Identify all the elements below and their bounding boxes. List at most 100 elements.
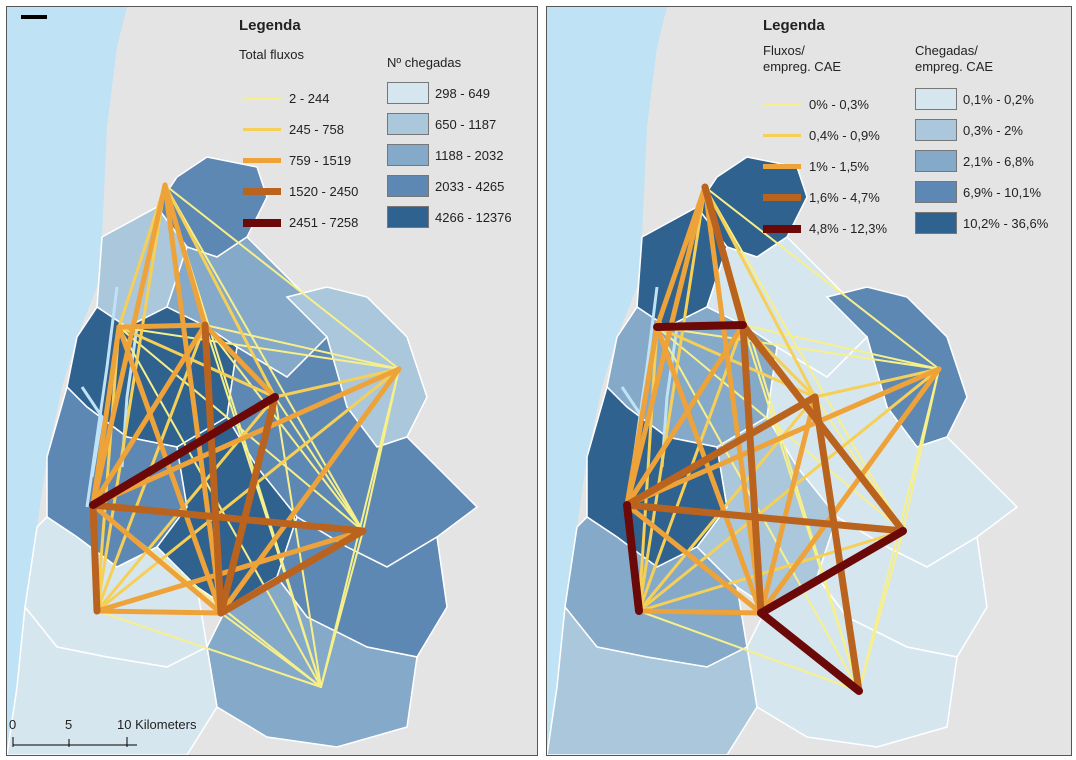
flow-line [89, 501, 101, 615]
area-swatch [915, 150, 957, 172]
flow-line [757, 527, 907, 617]
area-swatch [915, 212, 957, 234]
area-legend-item: 1188 - 2032 [387, 144, 503, 166]
area-legend-item: 4266 - 12376 [387, 206, 512, 228]
flow-line [636, 608, 764, 616]
flow-legend-item: 0% - 0,3% [763, 97, 869, 112]
flow-legend-label: 0,4% - 0,9% [809, 128, 880, 143]
flow-line [89, 501, 367, 535]
flow-line [653, 321, 747, 331]
area-legend-heading: Nº chegadas [387, 55, 462, 70]
area-swatch [387, 144, 429, 166]
flow-line [320, 530, 364, 688]
flow-line [858, 530, 904, 692]
flow-line [164, 184, 400, 370]
flow-legend-label: 1520 - 2450 [289, 184, 359, 199]
legend-title: Legenda [763, 17, 825, 34]
scale-label-10: 10 Kilometers [117, 717, 197, 732]
flow-line [742, 324, 860, 692]
flow-legend-item: 2 - 244 [243, 91, 329, 106]
area-legend-label: 6,9% - 10,1% [963, 184, 1042, 200]
flow-legend-item: 1,6% - 4,7% [763, 190, 880, 205]
flow-line [218, 366, 402, 616]
area-legend-heading-line1: Chegadas/ [915, 43, 978, 58]
flow-swatch [763, 194, 801, 201]
legend-left: Legenda Total fluxos Nº chegadas 2 - 244… [239, 17, 534, 242]
flow-legend-label: 759 - 1519 [289, 153, 352, 168]
municipality [547, 605, 758, 755]
flow-line [739, 321, 765, 617]
flow-line [656, 326, 904, 532]
flow-legend-item: 2451 - 7258 [243, 215, 358, 230]
area-legend-item: 0,3% - 2% [915, 119, 1023, 141]
flow-swatch [763, 164, 801, 169]
flow-swatch [763, 134, 801, 137]
flow-line [656, 326, 940, 370]
scale-label-0: 0 [9, 717, 17, 732]
area-legend-item: 10,2% - 36,6% [915, 212, 1048, 234]
flow-line [813, 367, 941, 399]
flow-line [702, 184, 764, 616]
flow-legend-heading-line1: Fluxos/ [763, 43, 805, 58]
flow-line [118, 326, 364, 532]
flow-line [204, 324, 400, 370]
flow-line [164, 184, 364, 532]
area-legend-label: 1188 - 2032 [435, 147, 504, 163]
area-legend-item: 0,1% - 0,2% [915, 88, 1034, 110]
flow-line [703, 185, 817, 399]
flow-line [701, 183, 747, 329]
flow-line [95, 183, 167, 613]
flow-line [704, 186, 904, 532]
flow-line [90, 322, 208, 508]
flow-legend-label: 245 - 758 [289, 122, 344, 137]
flow-line [90, 366, 402, 508]
flow-line [758, 366, 942, 616]
flow-line [117, 325, 277, 399]
flow-swatch [243, 218, 281, 227]
flow-legend-heading-line2: empreg. CAE [763, 59, 842, 74]
area-legend-label: 650 - 1187 [435, 116, 497, 132]
flow-legend-item: 245 - 758 [243, 122, 344, 137]
area-legend-label: 2033 - 4265 [435, 178, 505, 194]
scale-label-5: 5 [65, 717, 73, 732]
area-swatch [387, 113, 429, 135]
flow-line [162, 182, 224, 616]
flow-line [118, 326, 400, 370]
flow-lines-right [623, 183, 942, 695]
area-legend-label: 10,2% - 36,6% [963, 215, 1049, 231]
area-swatch [915, 119, 957, 141]
area-swatch [915, 88, 957, 110]
flow-line [623, 501, 907, 535]
north-arrow-fragment [21, 15, 47, 19]
area-legend-label: 0,3% - 2% [963, 122, 1023, 138]
flow-legend-label: 2451 - 7258 [289, 215, 359, 230]
flow-line [811, 393, 863, 695]
flow-legend-label: 0% - 0,3% [809, 97, 869, 112]
flow-swatch [243, 128, 281, 131]
flow-line [637, 367, 941, 613]
legend-right: Legenda Fluxos/ empreg. CAE Chegadas/ em… [743, 17, 1069, 257]
flow-legend-item: 0,4% - 0,9% [763, 128, 880, 143]
flow-legend-item: 759 - 1519 [243, 153, 351, 168]
area-legend-item: 298 - 649 [387, 82, 490, 104]
flow-legend-label: 4,8% - 12,3% [809, 221, 888, 236]
area-legend-label: 4266 - 12376 [435, 209, 512, 225]
flow-line [757, 609, 863, 695]
flow-line [624, 322, 746, 508]
flow-line [742, 324, 940, 370]
flow-legend-label: 2 - 244 [289, 91, 330, 106]
flow-legend-label: 1% - 1,5% [809, 159, 869, 174]
flow-line [758, 394, 818, 616]
flow-swatch [763, 103, 801, 106]
flow-line [95, 367, 401, 613]
area-legend-label: 298 - 649 [435, 85, 490, 101]
flow-line [118, 326, 322, 688]
flow-lines-left [89, 182, 402, 688]
flow-swatch [763, 224, 801, 233]
flow-line [163, 183, 277, 399]
flow-line [624, 502, 764, 616]
flow-line [204, 324, 322, 688]
flow-line [637, 395, 817, 613]
flow-line [96, 610, 322, 688]
flow-line [95, 395, 277, 613]
